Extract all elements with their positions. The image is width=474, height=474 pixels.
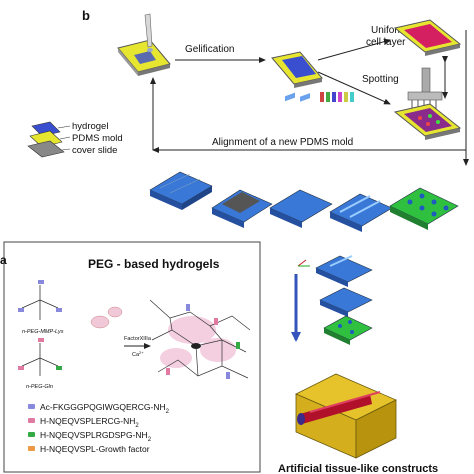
gelification-label: Gelification [185,44,234,55]
uniform-label-2: cell layer [366,37,406,48]
peg-gln-structure [18,338,62,376]
gel-structures-row [149,92,459,232]
legend-cover: cover slide [72,145,117,156]
spotting-label: Spotting [362,74,399,85]
panel-a-label: a [0,253,7,267]
peptide-1: H-NQEQVSPLERCG-NH2 [40,416,139,429]
stacked-layers [315,255,373,345]
legend-hydrogel: hydrogel [72,121,108,132]
ca-label: Ca2+ [132,350,144,359]
hydrogel-network [149,299,251,379]
tissue-construct [295,373,397,459]
peptide-marker-0 [28,404,35,409]
gln-label: n-PEG-Gln [26,384,53,390]
reagent-tubes [320,92,354,102]
alignment-label: Alignment of a new PDMS mold [212,137,353,148]
panel-b-label: b [82,8,90,23]
peptide-marker-2 [28,432,35,437]
cell-icons [90,306,123,329]
peg-lys-structure [18,280,62,320]
constructs-caption: Artificial tissue-like constructs [278,463,438,474]
initial-slide [117,13,171,76]
uniform-cell-slide [393,19,462,56]
to-cell-layer-arrow [317,38,391,61]
peptide-0: Ac-FKGGGPQGIWGQERCG-NH2 [40,402,170,415]
spotted-slide [393,103,462,140]
peptide-legend: Ac-FKGGGPQGIWGQERCG-NH2 H-NQEQVSPLERCG-N… [28,402,170,454]
lys-label: n-PEG-MMP-Lys [22,329,64,335]
layer-legend [27,121,71,158]
legend-pdms: PDMS mold [72,133,123,144]
axes-icon [297,259,310,267]
to-spotting-arrow [317,71,391,105]
pipette-icon [144,13,153,48]
peptide-2: H-NQEQVSPLRGDSPG-NH2 [40,430,152,443]
gelled-slide [271,51,323,88]
panel-a-title: PEG - based hydrogels [88,257,220,271]
factor-label: FactorXIIIa [124,336,152,342]
peptide-marker-3 [28,446,35,451]
uniform-label-1: Uniform [371,25,406,36]
peptide-marker-1 [28,418,35,423]
peptide-3: H-NQEQVSPL-Growth factor [40,444,150,454]
